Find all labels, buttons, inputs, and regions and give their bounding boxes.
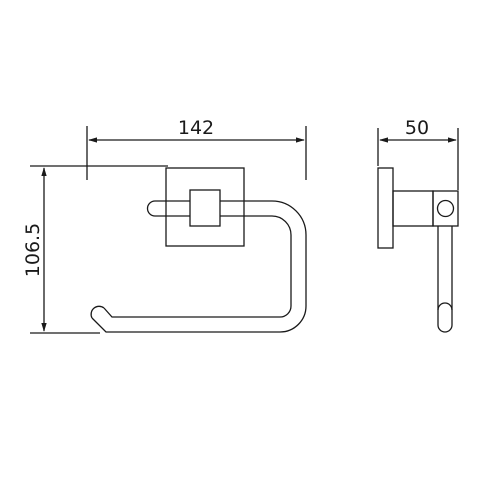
depth-label: 50 (405, 117, 429, 139)
dimension-depth (377, 128, 459, 190)
side-arm-tip (437, 302, 453, 311)
front-view (90, 167, 307, 333)
holder-arm-inner (103, 215, 292, 318)
arm-tip (90, 305, 105, 319)
wall-plate (165, 167, 245, 247)
side-wall-flange (377, 167, 394, 249)
dimension-width (86, 126, 307, 180)
width-label: 142 (178, 117, 214, 139)
side-connector (432, 190, 459, 227)
connector-block (189, 189, 221, 227)
height-label: 106.5 (22, 223, 44, 277)
side-view (377, 167, 459, 333)
bar-end-cap (146, 200, 156, 217)
holder-arm (91, 200, 307, 333)
side-connector-ring (436, 199, 455, 218)
side-stem (392, 190, 434, 227)
dimension-height (30, 165, 168, 334)
side-arm (437, 226, 453, 333)
